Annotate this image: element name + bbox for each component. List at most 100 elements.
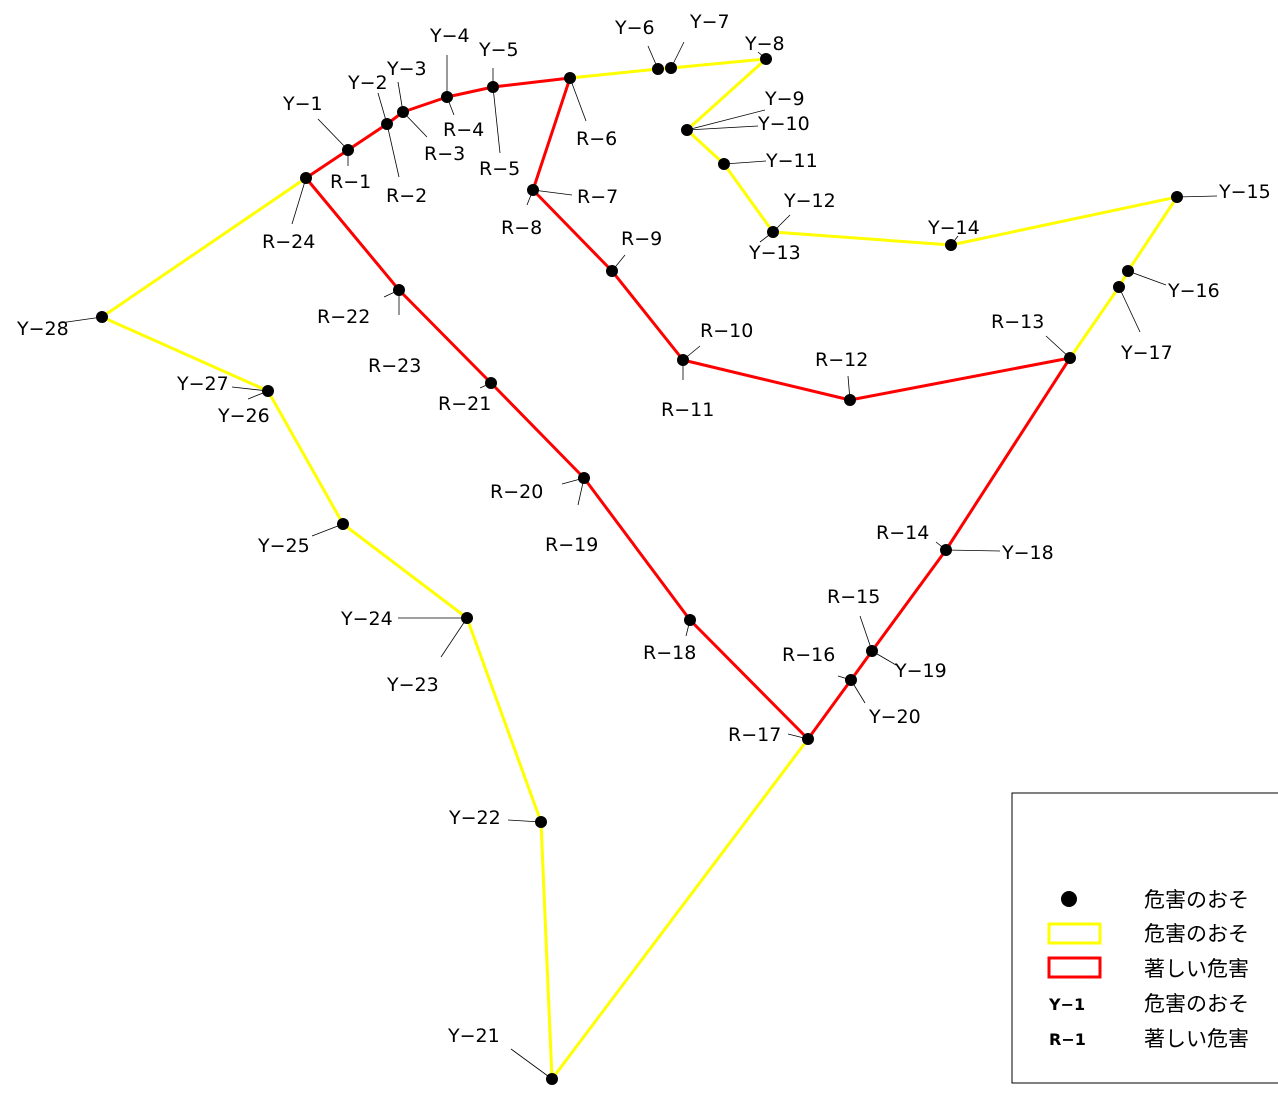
leader-r-24	[291, 177, 307, 225]
point-marker-r-13	[1064, 352, 1076, 364]
legend-y-code: Y−1	[1048, 995, 1085, 1014]
label-y-26: Y−26	[217, 405, 270, 427]
label-r-19: R−19	[545, 534, 598, 556]
label-r-2: R−2	[386, 185, 427, 207]
legend-yellow-line-symbol	[1047, 922, 1102, 945]
point-marker-y-4	[441, 91, 453, 103]
leader-y-21	[510, 1048, 553, 1080]
label-y-27: Y−27	[176, 373, 229, 395]
point-marker-r-20	[578, 472, 590, 484]
point-marker-r-21	[485, 377, 497, 389]
legend-red-line-text: 著しい危害	[1144, 957, 1249, 981]
label-y-20: Y−20	[868, 706, 921, 728]
label-y-14: Y−14	[927, 217, 980, 239]
leader-y-16	[1127, 270, 1167, 286]
legend-r-code: R−1	[1049, 1030, 1086, 1049]
legend-y-code-text: 危害のおそ	[1144, 992, 1249, 1016]
legend-r-code-text: 著しい危害	[1144, 1027, 1249, 1051]
label-r-9: R−9	[621, 228, 662, 250]
label-y-13: Y−13	[748, 242, 801, 264]
point-marker-r-10	[677, 354, 689, 366]
severe-zone-boundary-1	[305, 76, 1072, 740]
label-y-16: Y−16	[1167, 280, 1220, 302]
point-marker-y-14	[945, 239, 957, 251]
leader-r-5	[492, 86, 501, 154]
leader-y-23	[440, 617, 468, 658]
point-marker-r-17	[802, 733, 814, 745]
label-y-1: Y−1	[282, 93, 323, 115]
label-y-18: Y−18	[1001, 542, 1054, 564]
label-r-24: R−24	[262, 231, 315, 253]
label-y-3: Y−3	[386, 58, 427, 80]
leader-r-7	[532, 189, 573, 196]
label-r-15: R−15	[827, 586, 880, 608]
point-marker-y-3	[397, 106, 409, 118]
point-marker-y-24	[461, 612, 473, 624]
label-r-23: R−23	[368, 355, 421, 377]
leader-y-27	[231, 386, 269, 392]
point-marker-y-17	[1113, 281, 1125, 293]
label-r-12: R−12	[815, 349, 868, 371]
label-y-5: Y−5	[478, 39, 519, 61]
point-marker-y-12	[767, 226, 779, 238]
point-marker-r-22	[393, 284, 405, 296]
point-marker-r-18	[684, 614, 696, 626]
point-marker-r-15	[866, 645, 878, 657]
label-r-6: R−6	[576, 128, 617, 150]
label-y-9: Y−9	[764, 88, 805, 110]
survey-points	[96, 53, 1183, 1085]
point-marker-y-21	[546, 1073, 558, 1085]
leader-y-10	[686, 125, 759, 131]
map-legend: 危害のおそ 危害のおそ 著しい危害 Y−1 危害のおそ R−1 著しい危害	[1011, 792, 1278, 1084]
label-y-23: Y−23	[386, 674, 439, 696]
label-y-7: Y−7	[689, 11, 730, 33]
leader-y-1	[317, 118, 349, 151]
leader-r-2	[386, 123, 400, 178]
label-y-11: Y−11	[765, 150, 818, 172]
point-marker-r-6	[564, 72, 576, 84]
caution-zone-boundary-2	[569, 57, 1179, 359]
label-r-16: R−16	[782, 644, 835, 666]
legend-frame	[1011, 792, 1278, 1084]
label-y-6: Y−6	[614, 17, 655, 39]
label-y-8: Y−8	[744, 33, 785, 55]
label-y-15: Y−15	[1218, 181, 1271, 203]
point-marker-y-27	[262, 385, 274, 397]
point-marker-y-8	[760, 53, 772, 65]
point-marker-r-12	[844, 394, 856, 406]
point-marker-y-15	[1171, 191, 1183, 203]
point-marker-y-16	[1122, 265, 1134, 277]
label-r-4: R−4	[443, 119, 484, 141]
leader-r-6	[569, 77, 587, 122]
label-r-3: R−3	[424, 143, 465, 165]
leader-y-11	[723, 160, 767, 165]
label-r-5: R−5	[479, 158, 520, 180]
label-r-14: R−14	[876, 522, 929, 544]
point-marker-y-25	[337, 518, 349, 530]
point-marker-r-7	[527, 184, 539, 196]
label-r-22: R−22	[317, 306, 370, 328]
label-y-2: Y−2	[347, 72, 388, 94]
label-r-10: R−10	[700, 320, 753, 342]
leader-y-18	[945, 549, 1001, 552]
caution-zone-boundary-1	[100, 176, 810, 1081]
label-y-22: Y−22	[448, 807, 501, 829]
label-r-1: R−1	[330, 171, 371, 193]
severe-zone-lines	[304, 76, 1072, 741]
point-marker-y-5	[487, 81, 499, 93]
point-marker-y-11	[718, 158, 730, 170]
label-r-17: R−17	[728, 724, 781, 746]
label-r-21: R−21	[438, 393, 491, 415]
legend-point-symbol	[1061, 891, 1077, 907]
label-y-12: Y−12	[783, 190, 836, 212]
point-marker-y-1	[342, 144, 354, 156]
label-y-21: Y−21	[447, 1025, 500, 1047]
label-y-24: Y−24	[340, 608, 393, 630]
label-r-18: R−18	[643, 642, 696, 664]
label-y-17: Y−17	[1120, 342, 1173, 364]
point-marker-y-6	[652, 63, 664, 75]
legend-red-line-symbol	[1047, 956, 1102, 979]
legend-point-text: 危害のおそ	[1144, 888, 1249, 912]
